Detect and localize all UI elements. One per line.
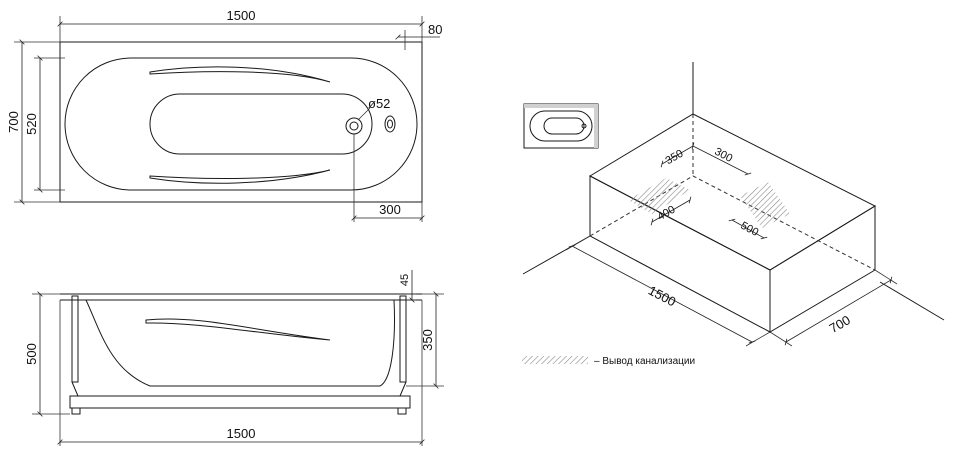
legend: – Вывод канализации <box>522 356 695 367</box>
iso-box-side <box>769 205 876 333</box>
label-iso-length: 1500 <box>646 283 679 310</box>
support-frame <box>69 395 411 409</box>
label-zone-b-width: 500 <box>738 220 760 239</box>
side-view: 500 45 350 1500 <box>24 270 444 446</box>
label-rim-height: 45 <box>399 274 411 286</box>
iso-box-top <box>588 113 877 271</box>
label-rim-offset: 80 <box>428 22 442 37</box>
dim-iso-width <box>784 276 893 346</box>
foot-right <box>397 407 407 415</box>
leg-left <box>71 295 79 383</box>
label-inner-depth: 350 <box>420 329 435 351</box>
leg-right <box>399 295 407 383</box>
side-wave <box>145 318 331 341</box>
top-view: 1500 80 700 520 ø52 300 <box>6 8 442 222</box>
label-length-side: 1500 <box>227 426 256 441</box>
tub-outline-top <box>59 41 423 203</box>
overflow-inner <box>387 119 393 129</box>
label-drain-distance: 300 <box>379 202 401 217</box>
legend-label: – Вывод канализации <box>594 356 695 367</box>
tub-basin <box>149 93 373 155</box>
rim-wave-top <box>149 66 331 83</box>
label-total-width: 700 <box>6 111 21 133</box>
thumbnail-view <box>523 103 599 149</box>
drain-zone-b <box>740 182 790 228</box>
label-length-top: 1500 <box>227 8 256 23</box>
foot-left <box>71 407 81 415</box>
drain-inner <box>349 121 359 131</box>
overflow-icon <box>384 115 396 133</box>
dim-iso-length <box>568 244 756 344</box>
label-inner-width: 520 <box>24 113 39 135</box>
label-drain-diameter: ø52 <box>368 96 390 111</box>
rim-wave-bottom <box>149 169 331 184</box>
tub-rim-oval <box>64 57 418 191</box>
drain-icon <box>345 117 363 135</box>
label-zone-a-x: 350 <box>664 148 686 168</box>
tub-body-side <box>85 299 395 387</box>
label-total-height: 500 <box>24 343 39 365</box>
label-zone-b-x: 300 <box>712 146 734 165</box>
drain-zone-a <box>628 178 690 214</box>
legend-hatch-swatch <box>522 356 588 364</box>
